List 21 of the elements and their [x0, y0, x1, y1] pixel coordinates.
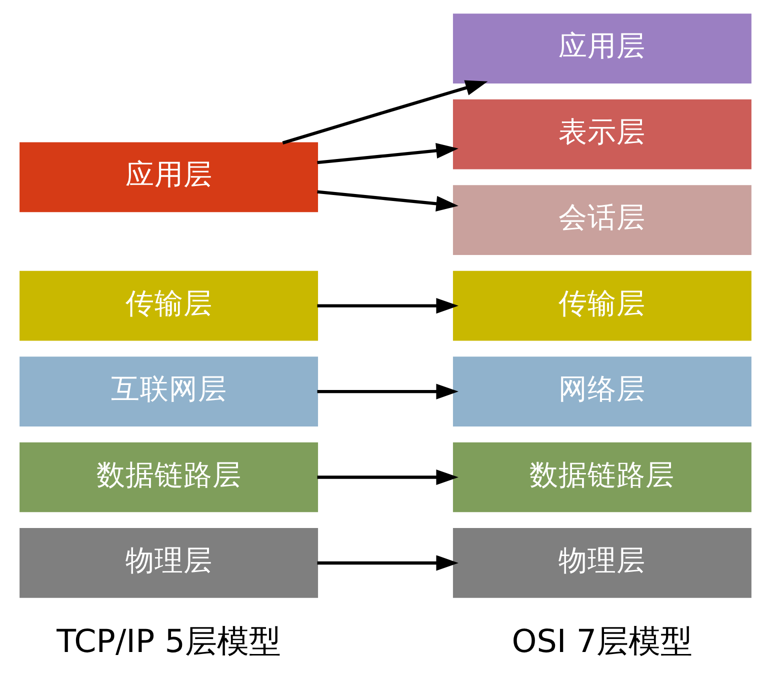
node-box: 物理层 [452, 528, 752, 598]
node-box: 物理层 [20, 528, 318, 598]
label: OSI 7层模型 [512, 624, 693, 660]
arrow [317, 555, 458, 571]
arrow [282, 80, 488, 144]
arrow [317, 384, 458, 400]
node-box: 数据链路层 [452, 442, 752, 512]
node-box: 应用层 [20, 142, 318, 212]
arrow [317, 190, 458, 212]
node-box: 传输层 [452, 270, 752, 341]
node-box: 应用层 [452, 14, 752, 84]
node-box: 会话层 [452, 185, 752, 255]
node-box: 表示层 [452, 99, 752, 170]
arrow [317, 298, 458, 314]
node-box: 网络层 [452, 356, 752, 426]
arrow [317, 142, 458, 164]
node-box: 数据链路层 [20, 442, 318, 512]
arrow [317, 469, 458, 486]
node-box: 传输层 [20, 270, 318, 341]
node-box: 互联网层 [20, 356, 318, 426]
label: TCP/IP 5层模型 [56, 624, 281, 660]
